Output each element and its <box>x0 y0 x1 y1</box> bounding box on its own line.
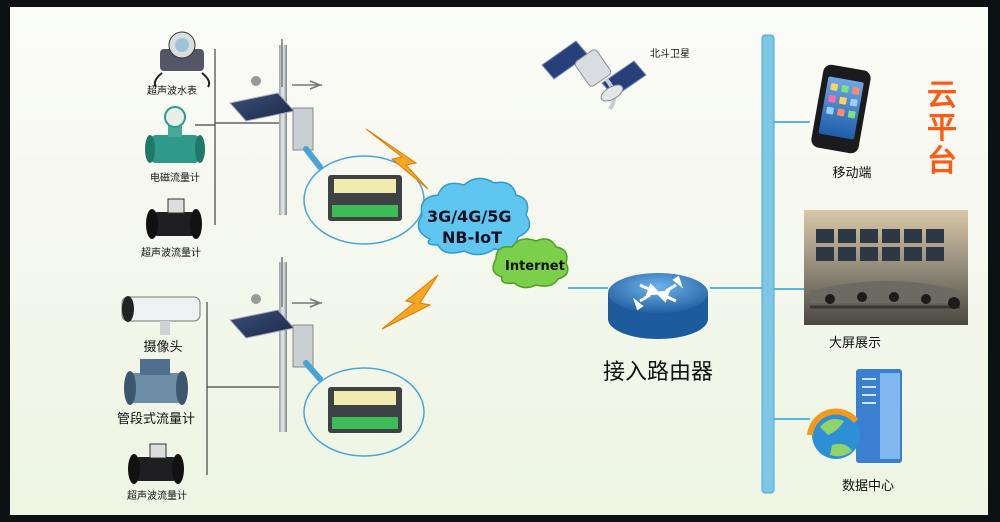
internet-cloud-icon <box>492 238 569 289</box>
cloud-platform-title: 云平台 <box>927 78 957 179</box>
rtu-module-2 <box>303 360 425 457</box>
internet-label: Internet <box>505 259 565 274</box>
lightning-icon-1 <box>365 128 429 190</box>
network-cloud-icon <box>417 177 531 256</box>
device-label-1-2: 电磁流量计 <box>150 173 200 184</box>
network-links <box>568 121 810 420</box>
control-room-image <box>804 210 968 325</box>
electromagnetic-flowmeter-icon <box>145 106 205 163</box>
solar-pole-station-1 <box>229 39 323 215</box>
camera-icon <box>121 296 201 335</box>
mobile-phone-icon <box>811 64 871 154</box>
ultrasonic-flowmeter-icon-2 <box>128 443 184 484</box>
device-label-2-3: 超声波流量计 <box>127 491 187 502</box>
platform-bus-bar <box>761 34 775 494</box>
satellite-label: 北斗卫星 <box>650 49 690 60</box>
device-label-2-1: 摄像头 <box>143 340 183 355</box>
device-label-1-1: 超声波水表 <box>147 86 197 97</box>
client-label-big-screen: 大屏展示 <box>828 336 882 351</box>
network-label-1: 3G/4G/5G <box>427 207 512 226</box>
solar-pole-station-2 <box>229 257 323 432</box>
router-icon <box>608 273 708 339</box>
ultrasonic-water-meter-icon <box>153 31 211 88</box>
device-label-1-3: 超声波流量计 <box>141 248 201 259</box>
diagram-canvas: 超声波水表 电磁流量计 超声波流量计 摄像头 管段式流量计 超声波流量计 北斗卫… <box>10 7 988 515</box>
satellite-icon <box>541 40 647 111</box>
inline-flowmeter-icon <box>124 359 188 405</box>
rtu-module-1 <box>303 146 425 245</box>
ultrasonic-flowmeter-icon-1 <box>146 198 202 239</box>
lightning-icon-2 <box>381 274 439 330</box>
client-label-mobile: 移动端 <box>832 166 872 181</box>
network-label-2: NB-IoT <box>442 228 503 247</box>
network-diagram-graphics <box>121 31 968 494</box>
client-label-data-center: 数据中心 <box>841 479 895 494</box>
router-label: 接入路由器 <box>602 360 714 385</box>
device-group-2-connector <box>206 302 280 475</box>
data-center-icon <box>807 369 902 463</box>
device-label-2-2: 管段式流量计 <box>116 412 196 427</box>
device-group-1-connector <box>195 49 280 225</box>
